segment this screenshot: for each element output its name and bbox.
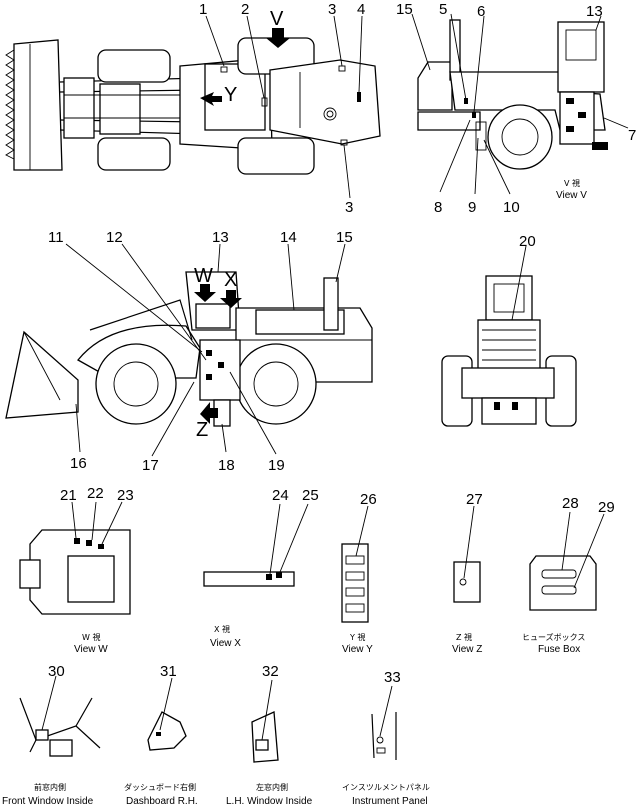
callout-21: 21 — [60, 487, 77, 504]
lh-window-drawing — [251, 679, 279, 763]
view-w-caption-en: View W — [74, 644, 108, 655]
view-marker-x: X — [224, 269, 237, 291]
view-marker-y: Y — [224, 84, 237, 106]
front-window-caption-en: Front Window Inside — [2, 796, 94, 807]
view-y-caption-en: View Y — [342, 644, 373, 655]
view-y-caption-jp: Y 視 — [349, 633, 365, 642]
view-z-drawing — [453, 505, 481, 603]
callout-8: 8 — [434, 199, 442, 216]
callout-20: 20 — [519, 233, 536, 250]
view-marker-v: V — [270, 8, 284, 30]
dashboard-caption-en: Dashboard R.H. — [126, 796, 198, 807]
callout-15b: 15 — [336, 229, 353, 246]
instrument-panel-drawing — [371, 685, 397, 760]
callout-25: 25 — [302, 487, 319, 504]
view-x-caption-en: View X — [210, 638, 241, 649]
view-y-drawing — [341, 505, 369, 623]
view-w-caption-jp: W 視 — [82, 633, 100, 642]
callout-29: 29 — [598, 499, 615, 516]
fuse-box-caption-jp: ヒューズボックス — [522, 632, 585, 642]
view-marker-w: W — [194, 265, 213, 287]
callout-9: 9 — [468, 199, 476, 216]
callout-7: 7 — [628, 127, 636, 144]
view-z-caption-jp: Z 視 — [456, 633, 472, 642]
dashboard-drawing — [147, 677, 187, 751]
callout-32: 32 — [262, 663, 279, 680]
front-window-caption-jp: 前窓内側 — [34, 782, 66, 792]
lh-window-caption-en: L.H. Window Inside — [226, 796, 313, 807]
callout-2: 2 — [241, 1, 249, 18]
callout-23: 23 — [117, 487, 134, 504]
view-w-drawing — [19, 501, 131, 615]
callout-33: 33 — [384, 669, 401, 686]
callout-13b: 13 — [212, 229, 229, 246]
view-z-caption-en: View Z — [452, 644, 482, 655]
view-x-drawing — [203, 503, 309, 587]
callout-24: 24 — [272, 487, 289, 504]
view-marker-z: Z — [196, 419, 208, 441]
callout-27: 27 — [466, 491, 483, 508]
instrument-caption-jp: インスツルメントパネル — [342, 783, 430, 792]
callout-5: 5 — [439, 1, 447, 18]
callout-4: 4 — [357, 1, 365, 18]
callout-18: 18 — [218, 457, 235, 474]
front-view-drawing — [441, 245, 577, 427]
callout-14: 14 — [280, 229, 297, 246]
callout-16: 16 — [70, 455, 87, 472]
callout-1: 1 — [199, 1, 207, 18]
top-view-drawing — [5, 15, 381, 199]
fuse-box-drawing — [529, 511, 605, 611]
callout-15a: 15 — [396, 1, 413, 18]
callout-6: 6 — [477, 3, 485, 20]
callout-19: 19 — [268, 457, 285, 474]
callout-3b: 3 — [345, 199, 353, 216]
lh-window-caption-jp: 左窓内側 — [256, 782, 288, 792]
callout-22: 22 — [87, 485, 104, 502]
callout-17: 17 — [142, 457, 159, 474]
view-v-caption-en: View V — [556, 190, 587, 201]
dashboard-caption-jp: ダッシュボード右側 — [124, 782, 196, 792]
side-view-drawing — [5, 243, 373, 457]
callout-13a: 13 — [586, 3, 603, 20]
callout-11: 11 — [48, 229, 64, 246]
callout-31: 31 — [160, 663, 177, 680]
callout-10: 10 — [503, 199, 520, 216]
callout-26: 26 — [360, 491, 377, 508]
view-x-caption-jp: X 視 — [214, 625, 230, 634]
view-v-drawing — [411, 13, 629, 195]
fuse-box-caption-en: Fuse Box — [538, 644, 580, 655]
callout-30: 30 — [48, 663, 65, 680]
callout-12: 12 — [106, 229, 123, 246]
callout-28: 28 — [562, 495, 579, 512]
callout-3a: 3 — [328, 1, 336, 18]
front-window-drawing — [19, 675, 101, 757]
instrument-caption-en: Instrument Panel — [352, 796, 428, 807]
view-v-caption-jp: V 視 — [564, 179, 580, 188]
